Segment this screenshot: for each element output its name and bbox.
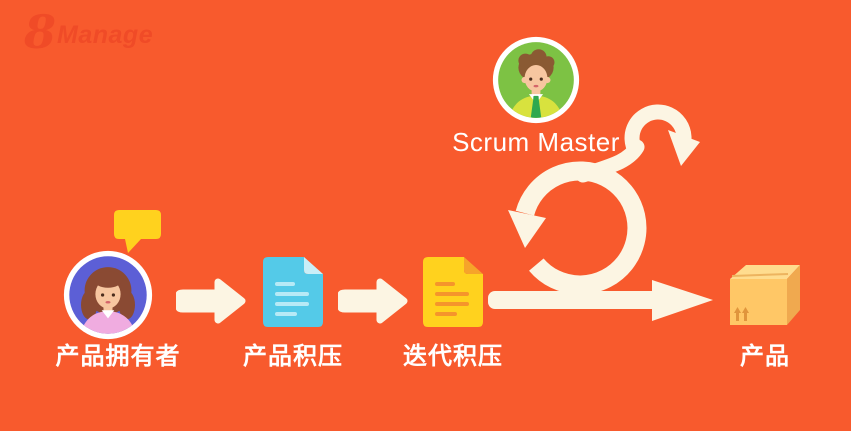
iteration-backlog-label: 迭代积压	[403, 343, 503, 370]
sprint-loop-arrow-icon	[488, 104, 713, 321]
product-box-icon	[730, 265, 800, 325]
tie	[530, 95, 542, 118]
product-owner-avatar	[63, 250, 153, 340]
flow-arrow-1-icon	[176, 278, 246, 324]
product-backlog-document-icon	[263, 257, 323, 327]
brand-logo: 8 Manage	[24, 5, 154, 59]
product-backlog-label: 产品积压	[243, 343, 343, 370]
product-label: 产品	[740, 343, 790, 370]
this-side-up-marks	[734, 307, 749, 321]
iteration-backlog-document-icon	[423, 257, 483, 327]
logo-mark: 8	[24, 5, 57, 59]
product-owner-label: 产品拥有者	[55, 343, 181, 370]
speech-bubble-icon	[114, 210, 161, 253]
flow-arrow-2-icon	[338, 278, 408, 324]
scrum-master-avatar	[492, 36, 580, 124]
scrum-master-label: Scrum Master	[452, 127, 620, 157]
logo-name: Manage	[57, 21, 154, 50]
